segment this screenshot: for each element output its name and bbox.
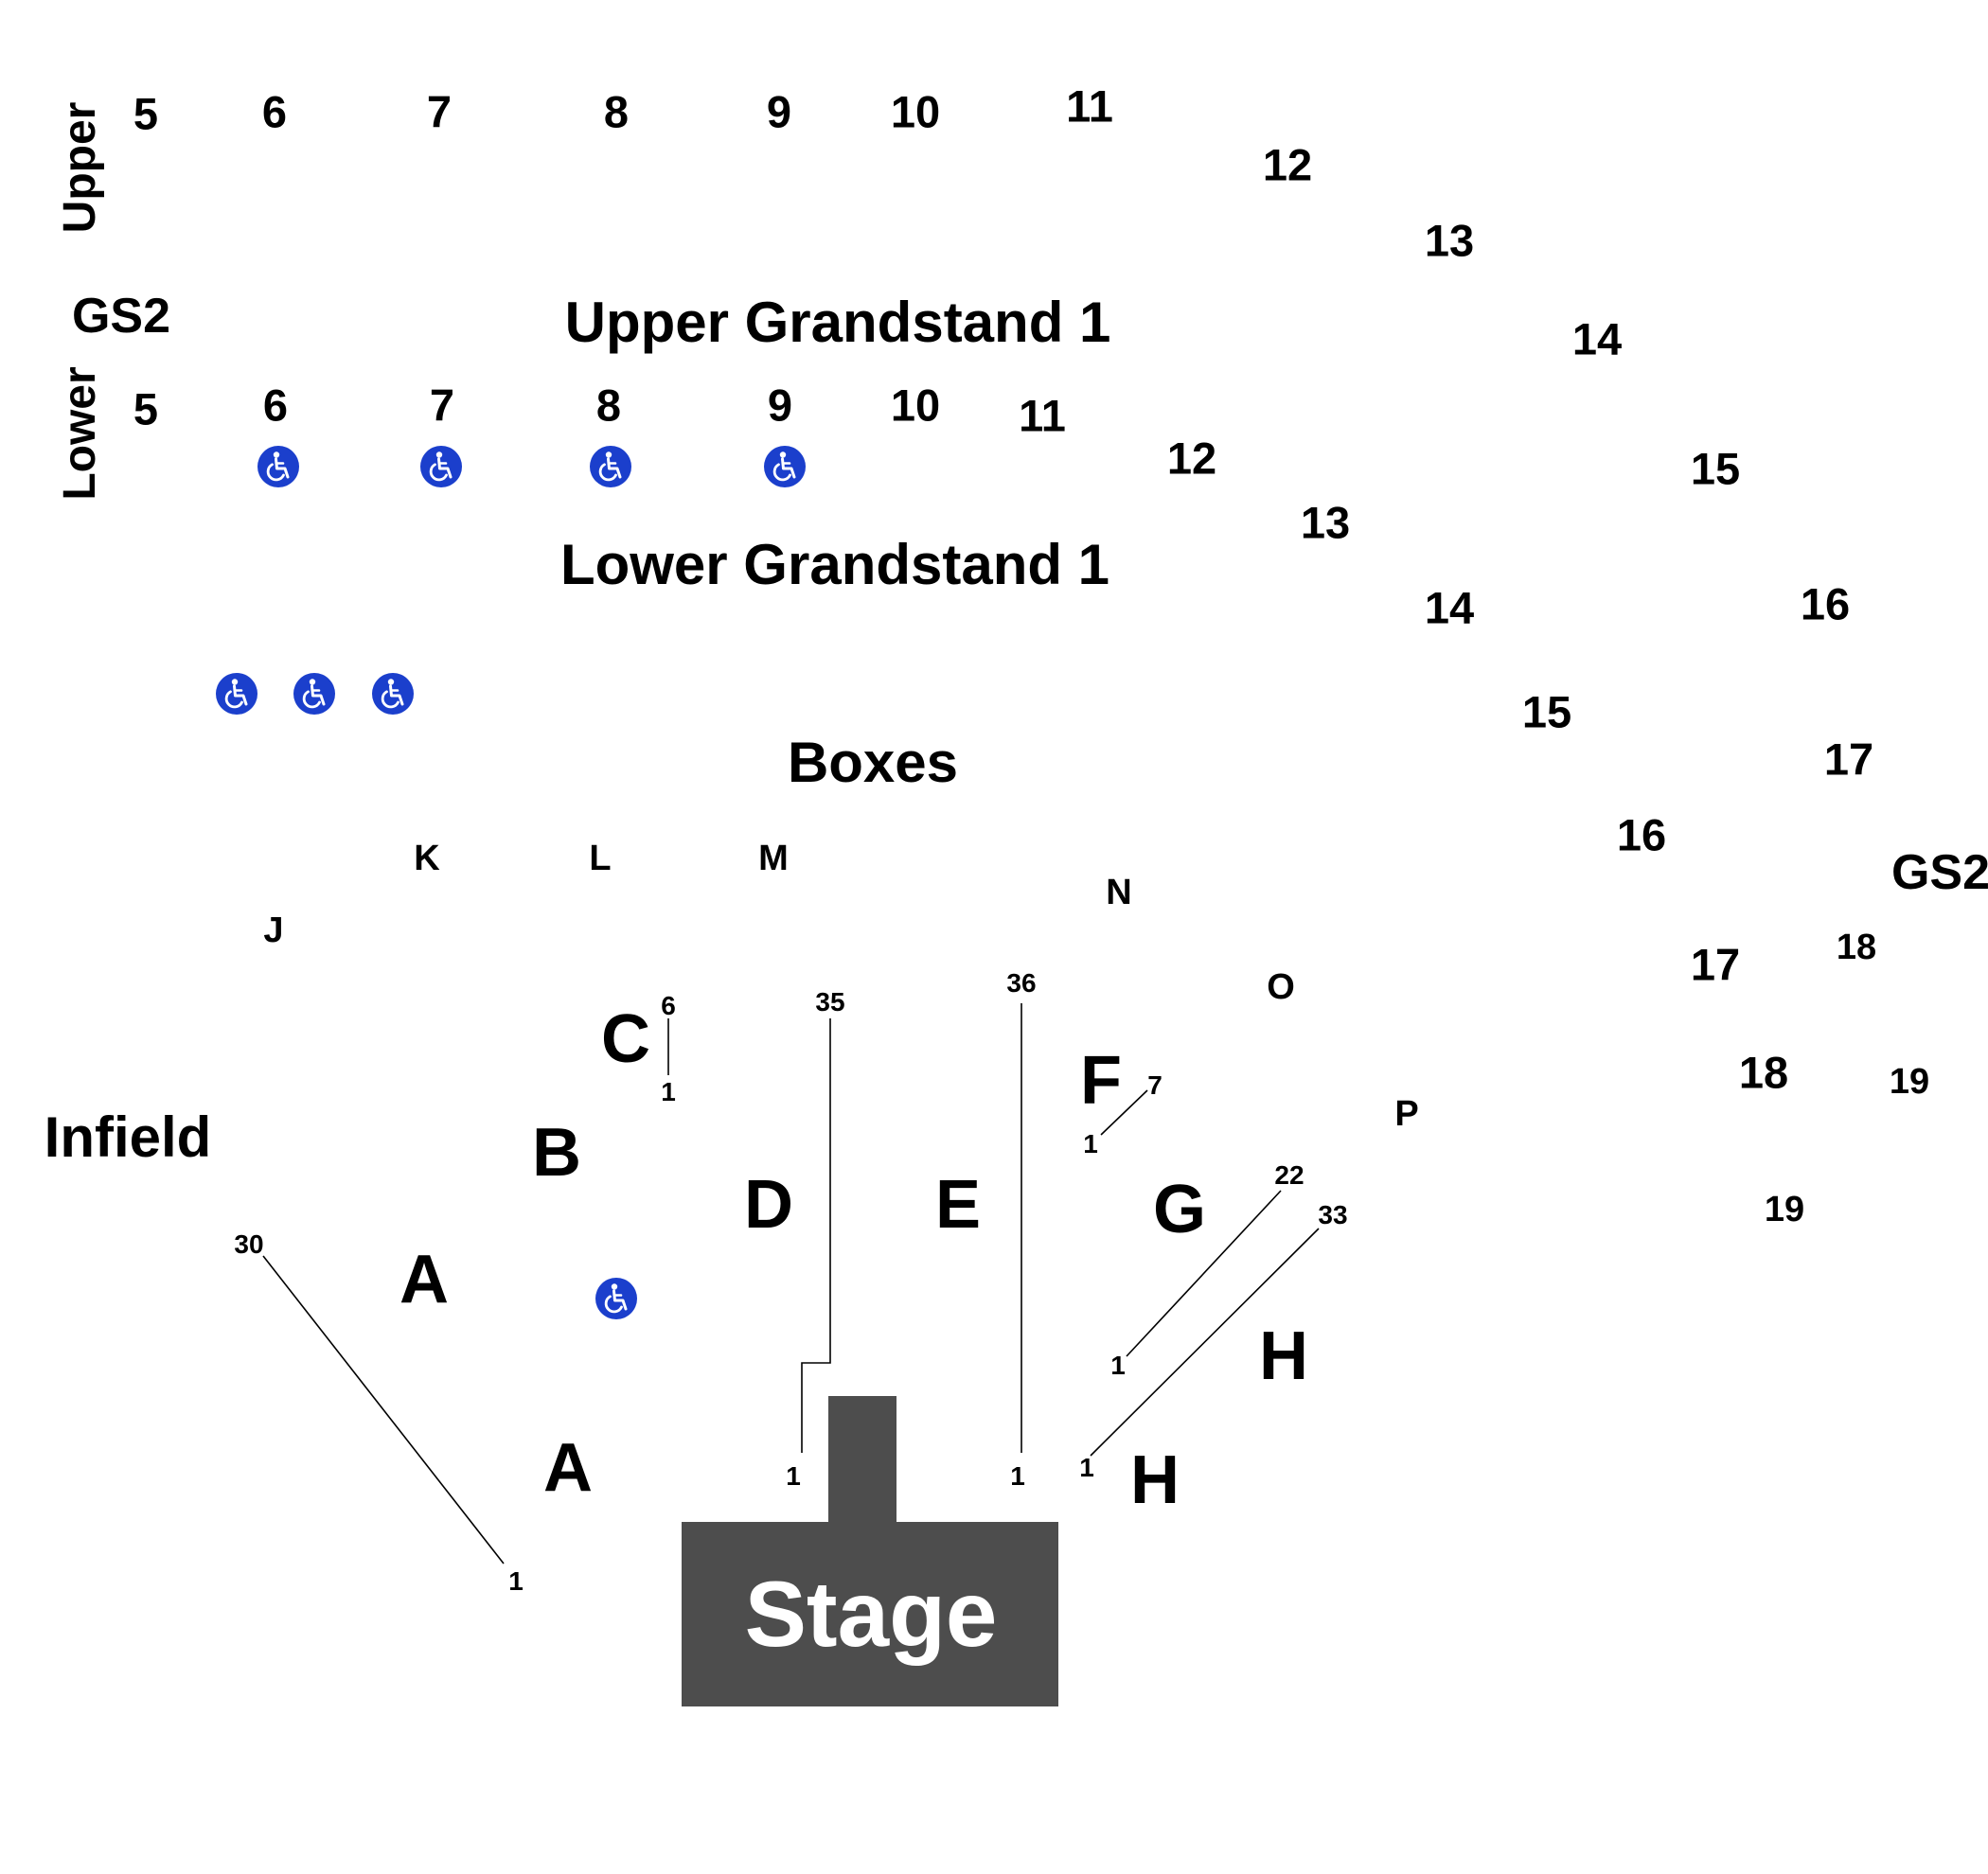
wheelchair-accessible-icon xyxy=(216,673,257,715)
row-number-d-35: 35 xyxy=(815,987,845,1017)
floor-section-a-lower[interactable]: A xyxy=(543,1430,593,1506)
wheelchair-accessible-icon xyxy=(372,673,414,715)
floor-section-e[interactable]: E xyxy=(934,1167,982,1243)
lower-grandstand-title[interactable]: Lower Grandstand 1 xyxy=(559,533,1110,596)
lower-section-18[interactable]: 18 xyxy=(1738,1047,1789,1098)
floor-section-d[interactable]: D xyxy=(744,1167,793,1243)
upper-section-19[interactable]: 19 xyxy=(1889,1062,1930,1102)
row-number-c-6: 6 xyxy=(661,991,676,1020)
stage[interactable] xyxy=(682,1522,1058,1706)
lower-section-6[interactable]: 6 xyxy=(262,380,289,431)
boxes-title[interactable]: Boxes xyxy=(787,731,959,794)
row-number-a-1: 1 xyxy=(508,1566,524,1596)
upper-section-13[interactable]: 13 xyxy=(1424,215,1475,266)
lower-section-15[interactable]: 15 xyxy=(1521,686,1572,737)
upper-section-14[interactable]: 14 xyxy=(1571,313,1623,364)
upper-section-7[interactable]: 7 xyxy=(426,86,453,137)
wheelchair-accessible-icon xyxy=(764,446,806,487)
stage-thrust xyxy=(828,1396,896,1524)
upper-section-8[interactable]: 8 xyxy=(603,86,630,137)
row-number-f-1: 1 xyxy=(1083,1129,1098,1158)
row-number-g-22: 22 xyxy=(1274,1160,1305,1190)
upper-section-9[interactable]: 9 xyxy=(766,86,792,137)
upper-section-11[interactable]: 11 xyxy=(1066,80,1113,132)
stage-label: Stage xyxy=(744,1562,998,1666)
box-j[interactable]: J xyxy=(263,910,284,950)
floor-section-c[interactable]: C xyxy=(601,1001,650,1077)
upper-section-17[interactable]: 17 xyxy=(1823,734,1874,785)
row-number-g-1: 1 xyxy=(1110,1351,1126,1380)
box-n[interactable]: N xyxy=(1106,873,1132,912)
lower-section-11[interactable]: 11 xyxy=(1019,390,1066,441)
lower-section-14[interactable]: 14 xyxy=(1424,582,1475,633)
upper-grandstand-title[interactable]: Upper Grandstand 1 xyxy=(564,291,1111,354)
upper-section-10[interactable]: 10 xyxy=(890,86,941,137)
lower-section-13[interactable]: 13 xyxy=(1300,497,1351,548)
gs2-left-label[interactable]: GS2 xyxy=(71,289,171,344)
box-p[interactable]: P xyxy=(1394,1094,1419,1134)
upper-section-6[interactable]: 6 xyxy=(261,86,288,137)
lower-section-8[interactable]: 8 xyxy=(595,380,622,431)
box-m[interactable]: M xyxy=(758,839,789,878)
gs2-right-label[interactable]: GS2 xyxy=(1890,845,1988,900)
upper-section-15[interactable]: 15 xyxy=(1690,443,1741,494)
upper-section-18[interactable]: 18 xyxy=(1836,928,1877,967)
box-o[interactable]: O xyxy=(1267,967,1295,1007)
upper-section-12[interactable]: 12 xyxy=(1262,139,1313,190)
lower-section-5[interactable]: 5 xyxy=(133,383,159,434)
lower-section-12[interactable]: 12 xyxy=(1166,433,1217,484)
infield-title[interactable]: Infield xyxy=(44,1105,212,1169)
lower-section-9[interactable]: 9 xyxy=(767,380,793,431)
box-k[interactable]: K xyxy=(414,839,440,878)
lower-section-19[interactable]: 19 xyxy=(1764,1190,1805,1229)
floor-section-a-upper[interactable]: A xyxy=(399,1242,449,1317)
row-number-f-7: 7 xyxy=(1147,1070,1163,1100)
row-number-h-33: 33 xyxy=(1318,1200,1348,1229)
upper-section-5[interactable]: 5 xyxy=(133,88,159,139)
floor-section-b[interactable]: B xyxy=(532,1115,581,1191)
wheelchair-accessible-icon xyxy=(293,673,335,715)
wheelchair-accessible-icon xyxy=(420,446,462,487)
lower-section-7[interactable]: 7 xyxy=(429,380,455,431)
row-number-d-1: 1 xyxy=(786,1461,801,1491)
floor-section-h-upper[interactable]: H xyxy=(1259,1318,1308,1394)
floor-section-h-lower[interactable]: H xyxy=(1130,1442,1180,1518)
lower-section-17[interactable]: 17 xyxy=(1690,939,1741,990)
floor-section-f[interactable]: F xyxy=(1080,1043,1122,1119)
lower-section-16[interactable]: 16 xyxy=(1616,809,1667,860)
box-l[interactable]: L xyxy=(589,839,612,878)
row-number-e-1: 1 xyxy=(1010,1461,1025,1491)
floor-section-g[interactable]: G xyxy=(1152,1172,1207,1247)
row-number-e-36: 36 xyxy=(1006,968,1037,998)
row-number-a-30: 30 xyxy=(234,1229,264,1259)
wheelchair-accessible-icon xyxy=(590,446,631,487)
wheelchair-accessible-icon xyxy=(257,446,299,487)
row-number-h-1: 1 xyxy=(1079,1453,1094,1482)
row-number-c-1: 1 xyxy=(661,1077,676,1106)
lower-section-10[interactable]: 10 xyxy=(890,380,941,431)
upper-section-16[interactable]: 16 xyxy=(1800,578,1851,629)
wheelchair-accessible-icon xyxy=(595,1278,637,1319)
